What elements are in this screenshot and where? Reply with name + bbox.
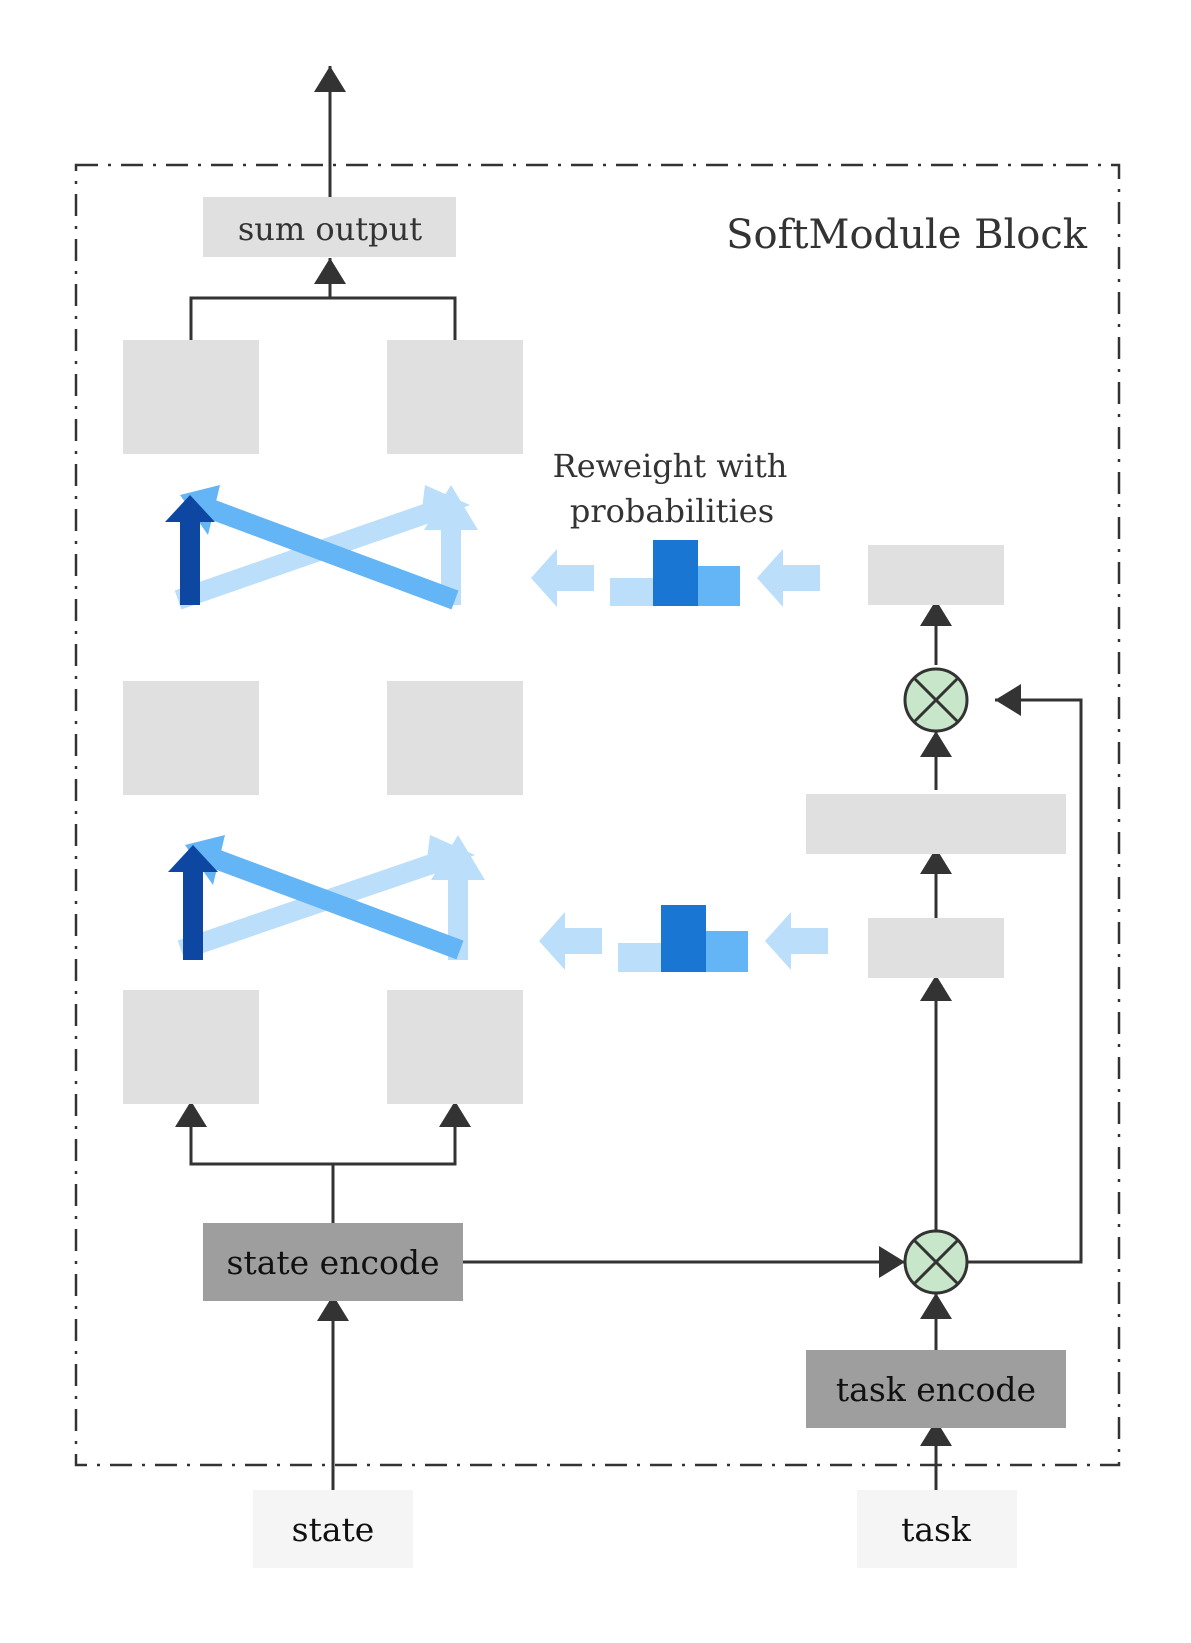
prob-bar-lower-2 <box>661 905 706 972</box>
state-input-label: state <box>292 1510 375 1549</box>
encode-split-bracket <box>189 1132 457 1166</box>
prob-bar-upper-2 <box>653 540 698 606</box>
sum-output-box <box>203 197 456 257</box>
routing-box-upper <box>868 545 1004 605</box>
state-encode-box <box>203 1223 463 1301</box>
reweight-label-line1: Reweight with <box>553 447 788 485</box>
route-light-diagonal-lower <box>201 845 464 960</box>
probability-bars-upper <box>610 540 740 606</box>
pale-arrow-upper-right <box>757 549 820 607</box>
state-encode-label: state encode <box>227 1243 440 1282</box>
probability-bars-lower <box>618 905 748 972</box>
pale-arrow-lower-right <box>765 912 828 970</box>
module-middle-right <box>387 681 523 795</box>
block-title: SoftModule Block <box>726 212 1088 258</box>
module-join-bracket <box>189 296 457 340</box>
prob-bar-upper-3 <box>698 566 740 606</box>
pale-arrow-upper-left <box>531 549 594 607</box>
feedback-loop-arrow <box>968 684 1083 1264</box>
task-input-box <box>857 1490 1017 1568</box>
module-top-left <box>123 340 259 454</box>
task-encode-box <box>806 1350 1066 1428</box>
prob-bar-upper-1 <box>610 578 653 606</box>
task-input-label: task <box>901 1510 972 1549</box>
routing-weights-lower <box>168 835 485 960</box>
prob-bar-lower-3 <box>706 931 748 972</box>
task-encode-label: task encode <box>836 1370 1036 1409</box>
multiply-operator-lower <box>903 1229 969 1295</box>
module-bottom-right <box>387 990 523 1104</box>
module-top-right <box>387 340 523 454</box>
sum-output-label: sum output <box>238 210 422 248</box>
state-input-box <box>253 1490 413 1568</box>
routing-box-wide <box>806 794 1066 854</box>
module-middle-left <box>123 681 259 795</box>
prob-bar-lower-1 <box>618 943 661 972</box>
route-light-diagonal-upper <box>196 495 459 610</box>
module-bottom-left <box>123 990 259 1104</box>
routing-box-lower <box>868 918 1004 978</box>
reweight-label-line2: probabilities <box>570 492 774 530</box>
pale-arrow-lower-left <box>539 912 602 970</box>
multiply-operator-upper <box>903 667 969 733</box>
routing-weights-upper <box>165 485 478 610</box>
